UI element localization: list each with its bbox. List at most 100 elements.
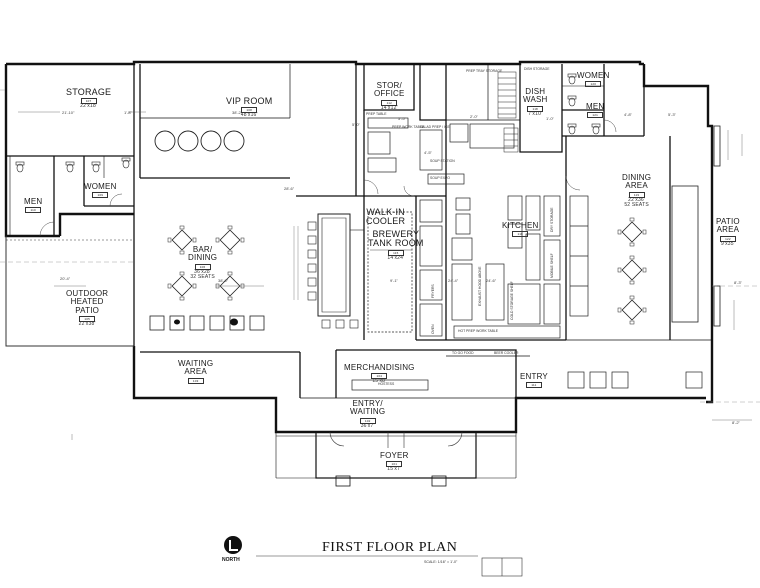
room-women-left-name: WOMEN xyxy=(84,182,117,191)
plan-scale: SCALE: 1/16" = 1'-0" xyxy=(424,560,458,564)
grid-lines xyxy=(0,89,760,403)
room-foyer-dims: 15'x7' xyxy=(387,466,402,473)
room-entry-waiting-dims: 36'x7' xyxy=(360,422,375,429)
room-men-left-name: MEN xyxy=(24,197,43,206)
dim-2: 1'-8" xyxy=(124,110,132,115)
label-prep-tray: PREP TRAY STORAGE xyxy=(466,69,503,73)
room-dining-name2: AREA xyxy=(625,181,648,191)
room-men-right-name: MEN xyxy=(586,102,605,111)
room-stor-office-name2: OFFICE xyxy=(374,89,405,99)
room-men-right: MEN 121 xyxy=(586,102,605,119)
room-waiting-name1: WAITING xyxy=(178,359,214,368)
room-stor-office: STOR/ OFFICE 112 14'x12' xyxy=(374,81,405,111)
room-waiting-num: 103 xyxy=(187,377,204,384)
dining-booths xyxy=(569,195,589,317)
room-waiting-name2: AREA xyxy=(184,367,207,377)
dim-1: 21'-10" xyxy=(62,110,75,115)
room-waiting: WAITING AREA 103 xyxy=(178,359,214,384)
room-dining-seats: 52 SEATS xyxy=(624,202,649,209)
stairs xyxy=(497,71,519,153)
room-storage-num: 107 xyxy=(80,98,97,105)
room-kitchen-num: 116 xyxy=(512,231,529,238)
room-foyer: FOYER 101 15'x7' xyxy=(380,451,409,473)
room-men-right-num: 121 xyxy=(587,112,604,119)
label-prep-work-table: PREP WORK TABLE xyxy=(392,125,425,129)
room-dining-num: 119 xyxy=(628,191,645,198)
room-women-right: WOMEN 120 xyxy=(577,71,610,88)
dim-11: 8'-3" xyxy=(734,280,742,285)
bar-counter xyxy=(317,213,364,317)
interior-walls xyxy=(6,64,712,399)
room-outdoor-patio-dims: 22'x38' xyxy=(78,321,96,328)
room-merchandising-name: MERCHANDISING xyxy=(344,363,415,372)
room-brewery-num: 115 xyxy=(387,249,404,256)
room-brewery-name2: TANK ROOM xyxy=(368,238,424,249)
label-soup-station: SOUP STATION xyxy=(430,159,455,163)
room-dish-wash-name2: WASH xyxy=(523,95,548,105)
north-arrow-icon xyxy=(224,536,242,554)
room-bar-dining-num: 106 xyxy=(194,263,211,270)
room-bar-dining-name1: BAR/ xyxy=(192,245,213,254)
dim-15: 5'-5" xyxy=(398,116,406,121)
room-outdoor-patio-num: 105 xyxy=(79,316,96,323)
room-walk-in-name1: WALK-IN xyxy=(366,207,405,217)
label-hood: EXHAUST HOOD ABOVE xyxy=(478,266,482,306)
room-outdoor-patio-name1: OUTDOOR xyxy=(66,289,109,298)
label-soup-expo: SOUP EXPO xyxy=(430,176,450,180)
dim-17: 9'-1" xyxy=(390,278,398,283)
room-dish-wash: DISH WASH 118 7'x10' xyxy=(523,87,548,117)
room-women-right-name: WOMEN xyxy=(577,71,610,80)
label-salad-prep: SALAD PREP / ICE xyxy=(420,125,450,129)
room-merchandising: MERCHANDISING 104 15'x8' xyxy=(344,363,415,385)
room-men-left-num: 110 xyxy=(25,207,42,214)
window-ticks xyxy=(293,226,299,300)
label-ovens: OVEN xyxy=(431,324,435,334)
room-entry-right: ENTRY 111 xyxy=(520,372,548,389)
label-cold-storage: COLD STORAGE SHELF xyxy=(510,281,514,320)
kitchen-equipment xyxy=(367,117,561,339)
room-men-left: MEN 110 xyxy=(24,197,43,214)
room-outdoor-patio-name2: HEATED xyxy=(70,297,104,307)
room-kitchen-name: KITCHEN xyxy=(502,221,539,230)
room-patio: PATIO AREA 122 9'x35' xyxy=(716,217,740,247)
room-vip-name: VIP ROOM xyxy=(226,96,273,106)
label-dish-storage: DISH STORAGE xyxy=(524,67,550,71)
room-bar-dining-name2: DINING xyxy=(188,253,218,263)
dim-12: 8'-2" xyxy=(732,420,740,425)
dimension-lines xyxy=(18,111,752,440)
room-dish-wash-dims: 7'x10' xyxy=(528,110,543,117)
room-outdoor-patio-name3: PATIO xyxy=(75,305,100,315)
room-dining-name1: DINING xyxy=(622,173,652,182)
lounge-chairs xyxy=(149,315,265,331)
room-entry-waiting-name2: WAITING xyxy=(350,407,386,417)
room-dining-dims: 22'x36' xyxy=(628,196,646,203)
room-vip-num: 108 xyxy=(241,107,258,114)
dim-10: 24'-6" xyxy=(486,278,497,283)
dim-6: 20'-4" xyxy=(60,276,71,281)
room-stor-office-name1: STOR/ xyxy=(376,81,402,90)
north-label: NORTH xyxy=(222,557,240,563)
dim-3: 38'-2" xyxy=(232,110,243,115)
room-walk-in: WALK-IN COOLER xyxy=(366,207,405,227)
room-storage-name: STORAGE xyxy=(66,87,112,97)
room-entry-waiting-name1: ENTRY/ xyxy=(352,399,383,408)
label-hostess: HOSTESS xyxy=(378,382,395,386)
room-storage: STORAGE 107 22'x18' xyxy=(66,87,112,110)
dining-tables xyxy=(617,217,647,325)
patio-fence xyxy=(5,236,134,347)
room-merchandising-dims: 15'x8' xyxy=(372,378,387,385)
room-patio-name1: PATIO xyxy=(716,217,740,226)
room-dining: DINING AREA 119 22'x36' 52 SEATS xyxy=(622,173,652,209)
doors xyxy=(39,119,617,237)
room-dish-wash-name1: DISH xyxy=(525,87,546,96)
foyer-vestibule xyxy=(275,431,517,487)
room-bar-dining: BAR/ DINING 106 36'x28' 32 SEATS xyxy=(188,245,218,280)
label-fryers: FRYERS xyxy=(431,284,435,298)
room-brewery-dims: 14'x24' xyxy=(387,254,405,261)
label-dry-storage: DRY STORAGE xyxy=(550,207,554,233)
dim-9: 4'-8" xyxy=(624,112,632,117)
dim-8: 5'-3" xyxy=(668,112,676,117)
room-outdoor-patio: OUTDOOR HEATED PATIO 105 22'x38' xyxy=(66,289,109,328)
room-patio-name2: AREA xyxy=(716,225,740,235)
